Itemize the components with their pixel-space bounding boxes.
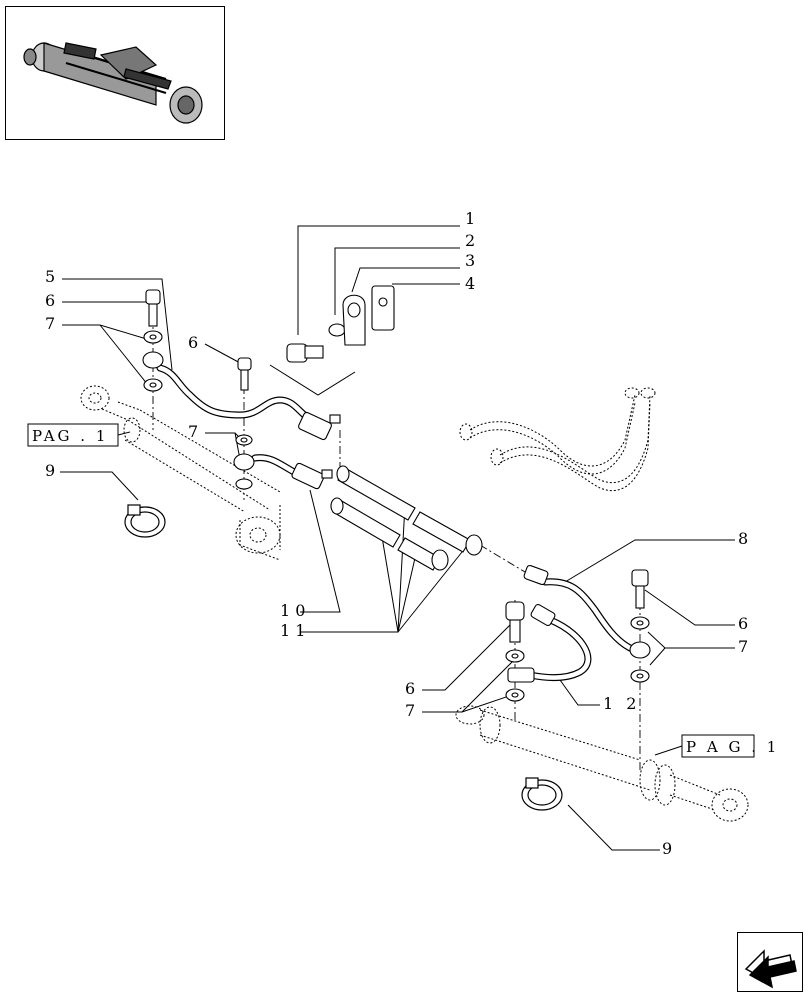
hoses (330, 465, 483, 571)
left-steering-cylinder (80, 385, 281, 561)
page-reference-left[interactable]: PAG . 1 (27, 423, 131, 447)
callout-6-upper-left: 6 (45, 291, 55, 310)
callout-7-middle: 7 (188, 422, 198, 441)
page-reference-left-label: PAG . 1 (32, 427, 108, 445)
callout-9-left: 9 (45, 461, 55, 480)
callout-2: 2 (465, 231, 475, 250)
next-page-button[interactable] (737, 932, 803, 992)
pipe-fittings (291, 411, 556, 683)
axle-thumbnail (5, 6, 225, 140)
leader-lines (60, 225, 735, 851)
callout-4: 4 (465, 274, 475, 293)
callout-7-right: 7 (738, 637, 748, 656)
ancillary-hoses (459, 387, 656, 492)
clamp-assembly (286, 285, 395, 363)
hose-clamps (124, 504, 563, 811)
callout-11: 1 1 (280, 621, 305, 640)
callout-6-lower: 6 (405, 679, 415, 698)
axle-thumbnail-icon (23, 42, 203, 124)
next-page-arrow-icon (744, 949, 797, 989)
callout-3: 3 (465, 251, 475, 270)
callout-7-upper-left: 7 (45, 314, 55, 333)
callout-9-right: 9 (662, 839, 672, 858)
callout-6-right: 6 (738, 614, 748, 633)
callout-5: 5 (45, 267, 55, 286)
right-steering-cylinder (455, 705, 749, 822)
page-reference-right[interactable]: P A G . 1 (654, 734, 779, 758)
callout-6-middle: 6 (188, 333, 198, 352)
callout-10: 1 0 (280, 601, 305, 620)
hydraulic-pipes (156, 364, 634, 682)
callout-7-lower: 7 (405, 701, 415, 720)
bolts-and-washers (142, 289, 651, 702)
callout-12: 1 2 (603, 694, 640, 713)
page-reference-right-label: P A G . 1 (686, 738, 779, 756)
callout-labels: 1 2 3 4 5 6 7 6 7 9 1 0 1 1 8 6 7 6 7 1 … (45, 209, 748, 858)
callout-1: 1 (465, 209, 475, 228)
callout-8: 8 (738, 529, 748, 548)
